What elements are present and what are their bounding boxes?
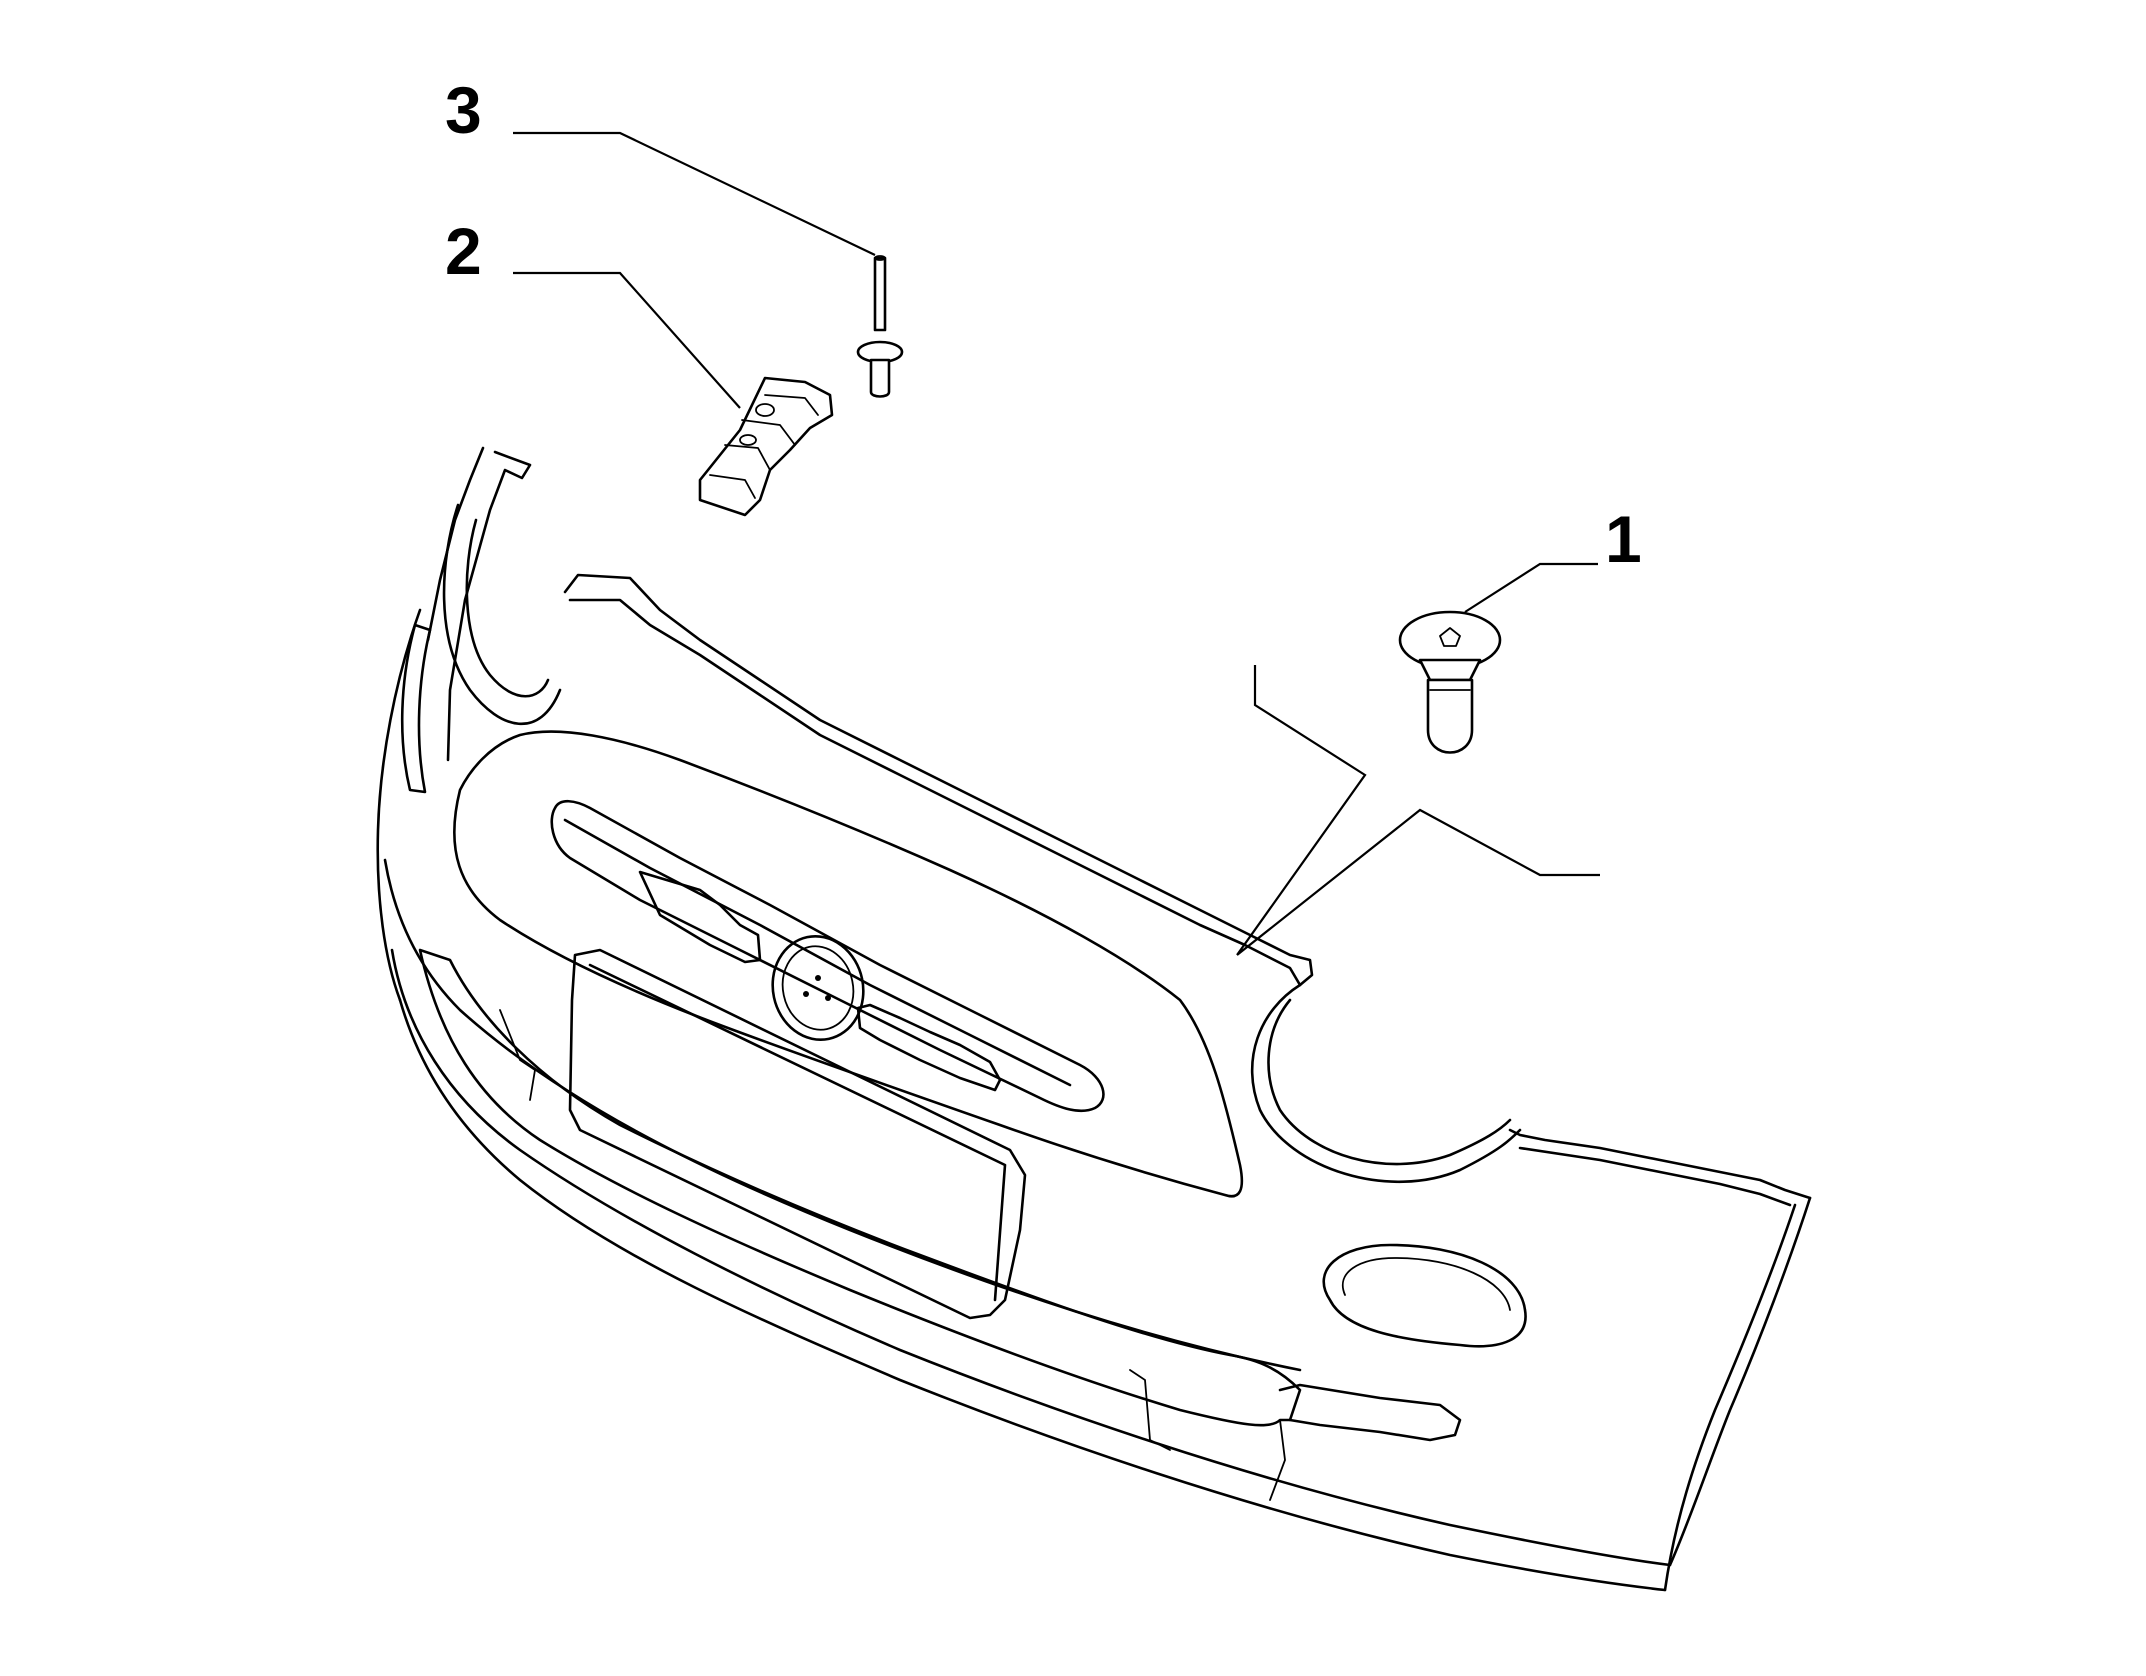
right-slot-insert	[856, 1003, 1002, 1092]
upper-grille-slot-inner	[563, 818, 1072, 1087]
lower-lip-slot	[1278, 1383, 1462, 1442]
lower-rib-3	[1269, 1419, 1286, 1501]
bumper-top-edge-inner	[568, 598, 1302, 987]
bumper-right-flange-inner	[1518, 1146, 1792, 1207]
bumper-right-headlamp-arch	[1250, 983, 1522, 1184]
bumper-top-edge	[563, 573, 1314, 987]
leader-3	[513, 131, 876, 256]
rivet	[856, 255, 904, 398]
bumper-left-side-slot	[400, 623, 432, 794]
front-bumper	[376, 446, 1812, 1592]
lower-rib-2	[1129, 1369, 1171, 1451]
leader-2	[513, 271, 741, 409]
license-plate-area-inner	[588, 963, 1007, 1302]
left-slot-insert	[638, 870, 762, 964]
bumper-left-flange-inner	[426, 446, 485, 642]
bumper-right-flange	[1508, 1128, 1812, 1200]
upper-grille-slot	[550, 799, 1105, 1113]
bumper-outer-left-4	[383, 858, 1302, 1372]
bumper-outer-right-inner	[1663, 1203, 1797, 1592]
badge-emblem	[771, 934, 865, 1042]
bumper-outer-left-2	[398, 998, 1667, 1592]
callout-2: 2	[445, 214, 482, 288]
bumper-left-headlamp-arch-inner	[465, 518, 550, 698]
bumper-outer-left-3	[390, 948, 1672, 1567]
push-fastener	[1398, 610, 1502, 754]
right-fog-lamp-inner	[1342, 1257, 1511, 1311]
grille-panel	[453, 730, 1244, 1198]
leader-1	[1464, 562, 1598, 613]
bumper-right-headlamp-arch-inner	[1267, 998, 1512, 1166]
lower-rib-1	[499, 1009, 536, 1101]
bumper-left-headlamp-arch	[442, 503, 562, 726]
callout-1: 1	[1605, 502, 1642, 576]
bumper-outer-left	[376, 608, 422, 1002]
right-fog-lamp	[1322, 1243, 1527, 1348]
bumper-left-flange	[446, 450, 532, 762]
leader-lines	[513, 131, 1600, 956]
bracket-clip	[698, 376, 834, 517]
leader-1-locator	[1236, 665, 1600, 956]
callout-3: 3	[445, 73, 482, 147]
bumper-outer-right	[1668, 1196, 1812, 1567]
license-plate-area	[568, 948, 1027, 1320]
